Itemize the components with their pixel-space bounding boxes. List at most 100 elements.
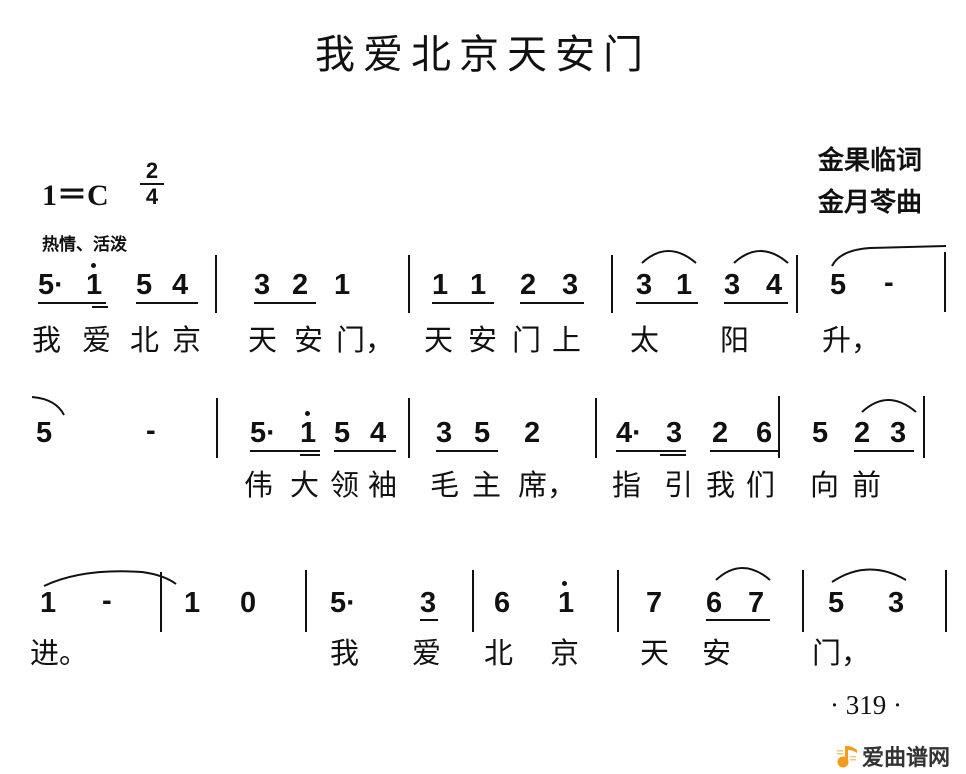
bar-line <box>617 570 619 632</box>
note: 1 <box>558 587 575 619</box>
lyric: 我 <box>330 636 360 670</box>
underline <box>710 450 778 452</box>
note: 1 <box>300 417 317 449</box>
note: 2 <box>520 269 537 301</box>
underline <box>92 306 108 308</box>
lyric: 引 <box>664 468 694 502</box>
underline <box>334 450 396 452</box>
dash: - <box>884 267 894 299</box>
note: 5 <box>828 587 845 619</box>
note: 3 <box>666 417 683 449</box>
lyric: 上 <box>552 323 582 357</box>
lyric: 安 <box>468 323 498 357</box>
lyricist: 金果临词 <box>818 146 923 176</box>
watermark[interactable]: 爱曲谱网 <box>836 740 950 772</box>
lyric: 太 <box>630 323 660 357</box>
underline <box>420 619 438 621</box>
bar-line <box>778 396 780 458</box>
note: 1 <box>676 269 693 301</box>
high-octave-dot <box>91 263 96 268</box>
note: 0 <box>240 587 257 619</box>
tie <box>31 396 65 416</box>
bar-line <box>408 398 410 458</box>
note: 3 <box>436 417 453 449</box>
bar-line <box>595 398 597 458</box>
lyric: 安 <box>294 323 324 357</box>
note: 1 <box>432 269 449 301</box>
note: 1 <box>334 269 351 301</box>
note: 7 <box>646 587 663 619</box>
underline <box>436 450 498 452</box>
lyric: 门 <box>512 323 542 357</box>
lyric: 门， <box>812 636 871 670</box>
lyric: 升， <box>822 323 881 357</box>
note: 1 <box>40 587 57 619</box>
note: 1 <box>184 587 201 619</box>
underline <box>38 302 106 304</box>
underline <box>854 450 914 452</box>
note: 3 <box>724 269 741 301</box>
note: 6 <box>706 587 723 619</box>
note: 4 <box>370 417 387 449</box>
underline <box>724 302 788 304</box>
note: 3 <box>254 269 271 301</box>
lyric: 爱 <box>412 636 442 670</box>
time-denominator: 4 <box>145 184 159 209</box>
lyric: 我 <box>706 468 736 502</box>
bar-line <box>611 255 613 313</box>
note: 6 <box>756 417 773 449</box>
bar-line <box>923 396 925 458</box>
underline <box>636 302 698 304</box>
music-note-icon <box>836 744 858 768</box>
page-number: · 319 · <box>830 690 902 720</box>
lyric: 京 <box>550 636 580 670</box>
composer: 金月苓曲 <box>818 188 923 218</box>
lyric: 北 <box>130 323 160 357</box>
lyric: 天 <box>248 323 278 357</box>
high-octave-dot <box>305 411 310 416</box>
note: 2 <box>854 417 871 449</box>
lyric: 主 <box>472 468 502 502</box>
slur <box>715 567 771 581</box>
tempo-marking: 热情、活泼 <box>42 235 127 255</box>
note: 2 <box>292 269 309 301</box>
lyric: 进。 <box>30 636 89 670</box>
watermark-text: 爱曲谱网 <box>862 746 951 771</box>
note: 3 <box>562 269 579 301</box>
note: 4· <box>616 417 642 449</box>
note: 5 <box>812 417 829 449</box>
note: 6 <box>494 587 511 619</box>
underline <box>706 619 770 621</box>
note: 3 <box>888 587 905 619</box>
note: 7 <box>748 587 765 619</box>
note: 3 <box>636 269 653 301</box>
slur <box>641 250 697 264</box>
lyric: 京 <box>172 323 202 357</box>
lyric: 北 <box>484 636 514 670</box>
bar-line <box>305 570 307 632</box>
note: 5 <box>474 417 491 449</box>
slur <box>733 250 789 264</box>
high-octave-dot <box>562 581 567 586</box>
note: 5· <box>330 587 356 619</box>
fraction-bar <box>140 183 164 185</box>
note: 5 <box>830 269 847 301</box>
tie <box>43 570 177 587</box>
note: 5· <box>38 269 64 301</box>
bar-line <box>945 570 947 632</box>
underline <box>250 450 320 452</box>
lyric: 席， <box>518 468 577 502</box>
note: 5· <box>250 417 276 449</box>
note: 2 <box>524 417 541 449</box>
time-signature: 2 4 <box>140 160 164 208</box>
slur <box>861 399 917 413</box>
note: 3 <box>420 587 437 619</box>
underline <box>136 302 198 304</box>
lyric: 安 <box>702 636 732 670</box>
lyric: 大 <box>290 468 320 502</box>
lyric: 天 <box>640 636 670 670</box>
time-numerator: 2 <box>145 158 159 183</box>
slur <box>831 568 907 583</box>
lyric: 爱 <box>82 323 112 357</box>
note: 4 <box>172 269 189 301</box>
